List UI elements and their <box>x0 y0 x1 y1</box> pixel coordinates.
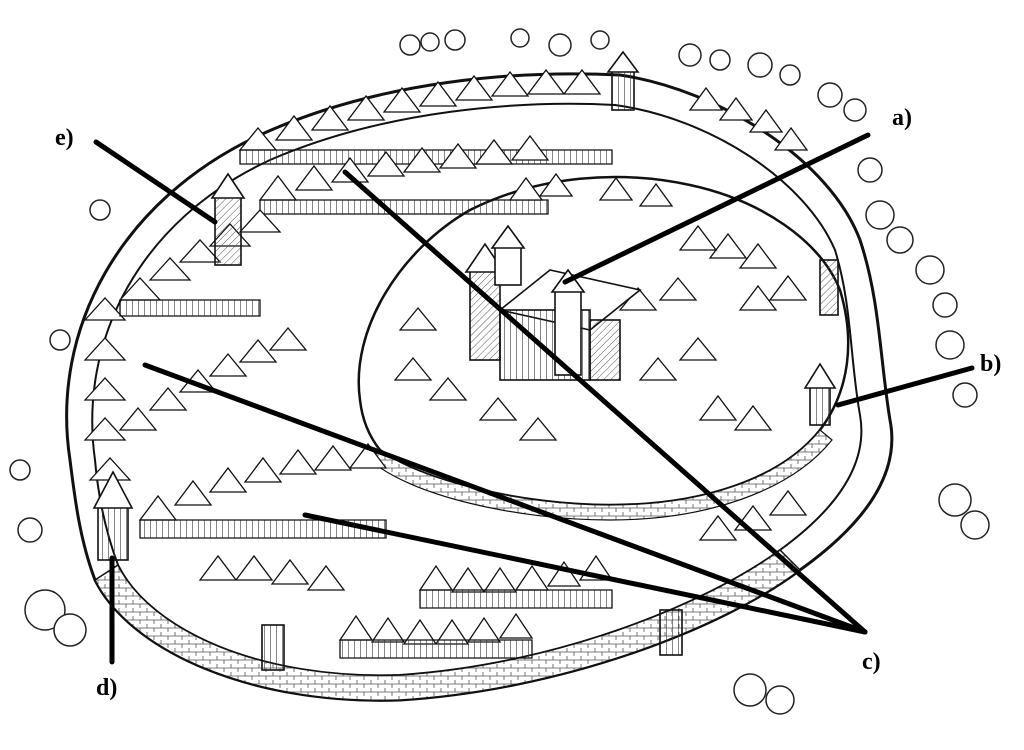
callout-label-d: d) <box>96 675 118 701</box>
leader-line-a <box>562 132 871 285</box>
vegetation <box>9 28 990 715</box>
house-rows <box>83 68 809 659</box>
leader-line-c3 <box>302 512 868 635</box>
leader-line-b <box>835 365 975 408</box>
callout-label-c: c) <box>862 649 881 675</box>
callout-lines <box>93 132 975 665</box>
gate-towers <box>92 50 839 671</box>
leader-line-c2 <box>142 362 868 635</box>
leader-line-c1 <box>342 169 868 635</box>
callout-label-a: a) <box>892 105 912 131</box>
callout-label-b: b) <box>980 351 1002 377</box>
callout-label-e: e) <box>55 125 74 151</box>
leader-line-e <box>93 139 218 225</box>
